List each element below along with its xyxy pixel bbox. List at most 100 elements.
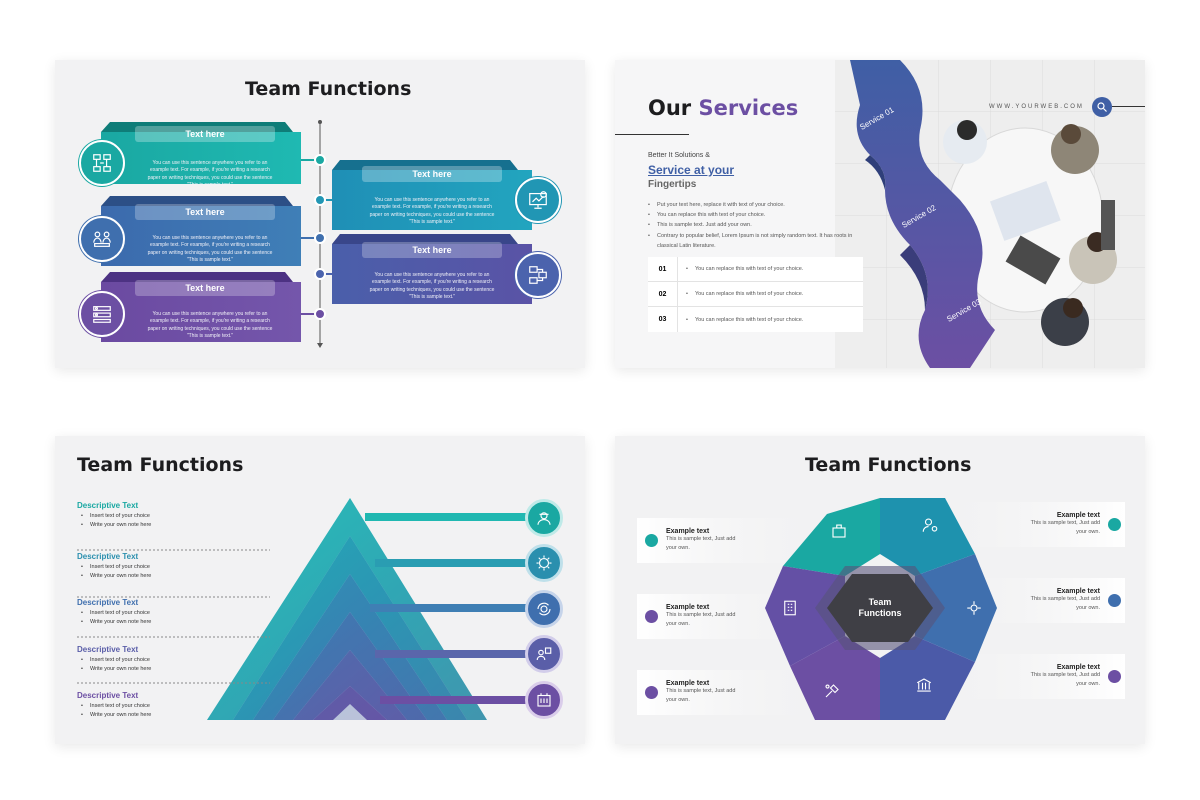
bank-icon [916, 678, 932, 692]
pyramid-icon-circle [525, 544, 563, 582]
example-item-left: Example text This is sample text, Just a… [637, 518, 787, 563]
descriptive-item: Descriptive Text Insert text of your cho… [77, 552, 151, 582]
bullet-dot [645, 610, 658, 623]
title-part-1: Our [648, 96, 692, 120]
slide1-background-shapes [101, 120, 532, 348]
example-item-left: Example text This is sample text, Just a… [637, 670, 787, 715]
tools-icon [537, 693, 551, 707]
item-bullet: Write your own note here [81, 572, 151, 582]
example-item-right: Example text This is sample text, Just a… [975, 502, 1125, 547]
pyramid-icon-circle [525, 499, 563, 537]
table-row: 02 You can replace this with text of you… [648, 282, 863, 307]
item-heading: Example text [666, 680, 710, 688]
card-label-pill: Text here [135, 204, 275, 220]
row-number: 03 [648, 307, 678, 332]
row-text: You can replace this with text of your c… [686, 317, 803, 323]
org-chart-icon [93, 154, 111, 172]
pyramid-icon-circle [525, 635, 563, 673]
item-bullet: Insert text of your choice [81, 609, 151, 619]
bullet-dot [1108, 594, 1121, 607]
item-heading: Example text [666, 528, 710, 536]
item-bullet: Write your own note here [81, 618, 151, 628]
item-body: This is sample text, Just add your own. [1030, 520, 1100, 535]
services-numbered-table: 01 You can replace this with text of you… [648, 257, 863, 332]
pyramid-graphic [77, 498, 530, 720]
slide-team-functions-cards[interactable]: Team Functions Text here You can use thi… [55, 60, 585, 368]
slide2-title: Our Services [648, 96, 798, 120]
card-icon-circle [515, 252, 561, 298]
slide1-title: Team Functions [245, 78, 412, 100]
presentation-icon [529, 191, 547, 209]
item-bullet: Write your own note here [81, 665, 151, 675]
table-row: 01 You can replace this with text of you… [648, 257, 863, 282]
pyramid-icon-circle [525, 590, 563, 628]
slide-team-functions-pyramid[interactable]: Team Functions Descriptive Text Insert t… [55, 436, 585, 744]
example-item-right: Example text This is sample text, Just a… [975, 578, 1125, 623]
card-body-text: You can use this sentence anywhere you r… [369, 197, 495, 225]
row-text: You can replace this with text of your c… [686, 266, 803, 272]
bullet-dot [1108, 518, 1121, 531]
center-label: Team Functions [845, 597, 915, 620]
card-body-text: You can use this sentence anywhere you r… [369, 272, 495, 300]
card-icon-circle [79, 216, 125, 262]
title-underline [615, 134, 689, 135]
descriptive-item: Descriptive Text Insert text of your cho… [77, 645, 151, 675]
item-heading: Descriptive Text [77, 552, 139, 561]
tagline-2: Service at your [648, 163, 735, 177]
search-line [1112, 106, 1145, 107]
bullet-dot [645, 686, 658, 699]
item-body: This is sample text, Just add your own. [666, 688, 736, 703]
worker-icon [537, 512, 551, 525]
bullet-dot [1108, 670, 1121, 683]
item-bullet: Insert text of your choice [81, 512, 151, 522]
slide-team-functions-hexagon[interactable]: Team Functions Team Functions [615, 436, 1145, 744]
item-heading: Descriptive Text [77, 691, 139, 700]
bullet-item: Contrary to popular belief, Lorem Ipsum … [648, 231, 863, 251]
item-bullet: Insert text of your choice [81, 656, 151, 666]
flowchart-icon [93, 306, 111, 323]
descriptive-item: Descriptive Text Insert text of your cho… [77, 501, 151, 531]
tagline-3: Fingertips [648, 179, 697, 190]
search-button[interactable] [1092, 97, 1112, 117]
item-heading: Descriptive Text [77, 501, 139, 510]
card-label-pill: Text here [135, 126, 275, 142]
center-label-line: Team [868, 597, 892, 607]
table-row: 03 You can replace this with text of you… [648, 307, 863, 332]
services-bullet-list: Put your text here, replace it with text… [648, 200, 863, 251]
search-icon [1097, 102, 1107, 112]
bullet-dot [645, 534, 658, 547]
settings-person-icon [922, 518, 938, 532]
slide4-title: Team Functions [805, 454, 972, 476]
card-icon-circle [515, 177, 561, 223]
gear-bitcoin-icon [536, 555, 552, 571]
building-icon [784, 600, 796, 616]
card-body-text: You can use this sentence anywhere you r… [147, 235, 273, 263]
example-item-left: Example text This is sample text, Just a… [637, 594, 787, 639]
card-icon-circle [79, 291, 125, 337]
worker-icon [832, 524, 846, 538]
row-text: You can replace this with text of your c… [686, 291, 803, 297]
item-bullet: Write your own note here [81, 521, 151, 531]
slide-our-services[interactable]: Service 01 Service 02 Service 03 Our Ser… [615, 60, 1145, 368]
row-number: 01 [648, 257, 678, 281]
card-body-text: You can use this sentence anywhere you r… [147, 311, 273, 339]
website-url[interactable]: WWW.YOURWEB.COM [989, 104, 1084, 110]
bullet-item: Put your text here, replace it with text… [648, 200, 863, 210]
services-ribbon [850, 60, 995, 368]
card-label-pill: Text here [362, 166, 502, 182]
item-heading: Example text [1056, 588, 1100, 596]
card-label-pill: Text here [362, 242, 502, 258]
title-part-2: Services [698, 96, 799, 120]
cycle-gear-icon [537, 602, 551, 616]
gear-network-icon [967, 601, 981, 615]
tools-icon [825, 684, 839, 698]
card-icon-circle [79, 140, 125, 186]
process-icon [529, 266, 547, 284]
item-heading: Example text [1056, 664, 1100, 672]
team-chart-icon [536, 647, 552, 661]
item-heading: Descriptive Text [77, 645, 139, 654]
descriptive-item: Descriptive Text Insert text of your cho… [77, 691, 151, 721]
item-body: This is sample text, Just add your own. [1030, 672, 1100, 687]
meeting-icon [93, 231, 111, 247]
center-label-line: Functions [858, 608, 902, 619]
